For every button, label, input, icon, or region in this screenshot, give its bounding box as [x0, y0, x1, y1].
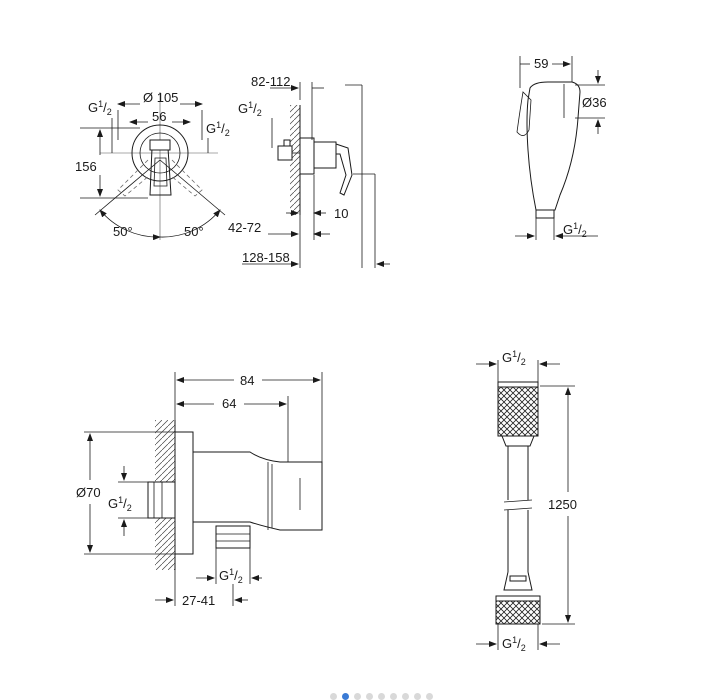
mixer-front-view: Ø 105 56 G1/2 G1/2 156 50° 50° [75, 90, 230, 241]
hose-bottom-thread-label: G1/2 [502, 635, 526, 653]
carousel-dot[interactable] [390, 693, 397, 700]
carousel-pagination [330, 693, 433, 700]
mixer-side-view: G1/2 82-112 10 42-72 128-158 [228, 74, 390, 268]
spray-diameter-label: Ø36 [582, 95, 607, 110]
side-depth-label: 82-112 [251, 74, 291, 89]
hose-view: G1/2 1250 G1/2 [476, 349, 577, 653]
elbow-length-label: 84 [240, 373, 254, 388]
angle-right-label: 50° [184, 224, 204, 239]
side-offset-label: 10 [334, 206, 348, 221]
side-range-label: 42-72 [228, 220, 261, 235]
angle-left-label: 50° [113, 224, 133, 239]
mixer-height-label: 156 [75, 159, 97, 174]
carousel-dot[interactable] [342, 693, 349, 700]
carousel-dot[interactable] [354, 693, 361, 700]
side-total-label: 128-158 [242, 250, 290, 265]
carousel-dot[interactable] [426, 693, 433, 700]
carousel-dot[interactable] [414, 693, 421, 700]
hose-top-thread-label: G1/2 [502, 349, 526, 367]
carousel-dot[interactable] [366, 693, 373, 700]
wall-elbow-view: 84 64 Ø70 G1/2 G1/2 27-41 [76, 372, 323, 608]
mixer-thread-right-label: G1/2 [206, 120, 230, 138]
elbow-outlet-thread-label: G1/2 [219, 567, 243, 585]
elbow-inlet-thread-label: G1/2 [108, 495, 132, 513]
elbow-diameter-label: Ø70 [76, 485, 101, 500]
mixer-thread-left-label: G1/2 [88, 99, 112, 117]
carousel-dot[interactable] [330, 693, 337, 700]
mixer-width-label: 56 [152, 109, 166, 124]
mixer-diameter-label: Ø 105 [143, 90, 178, 105]
hose-length-label: 1250 [548, 497, 577, 512]
hand-spray-view: 59 Ø36 G1/2 [515, 56, 607, 240]
spray-width-label: 59 [534, 56, 548, 71]
elbow-range-label: 27-41 [182, 593, 215, 608]
side-thread-label: G1/2 [238, 100, 262, 118]
carousel-dot[interactable] [378, 693, 385, 700]
spray-thread-label: G1/2 [563, 221, 587, 239]
elbow-inner-length-label: 64 [222, 396, 236, 411]
carousel-dot[interactable] [402, 693, 409, 700]
